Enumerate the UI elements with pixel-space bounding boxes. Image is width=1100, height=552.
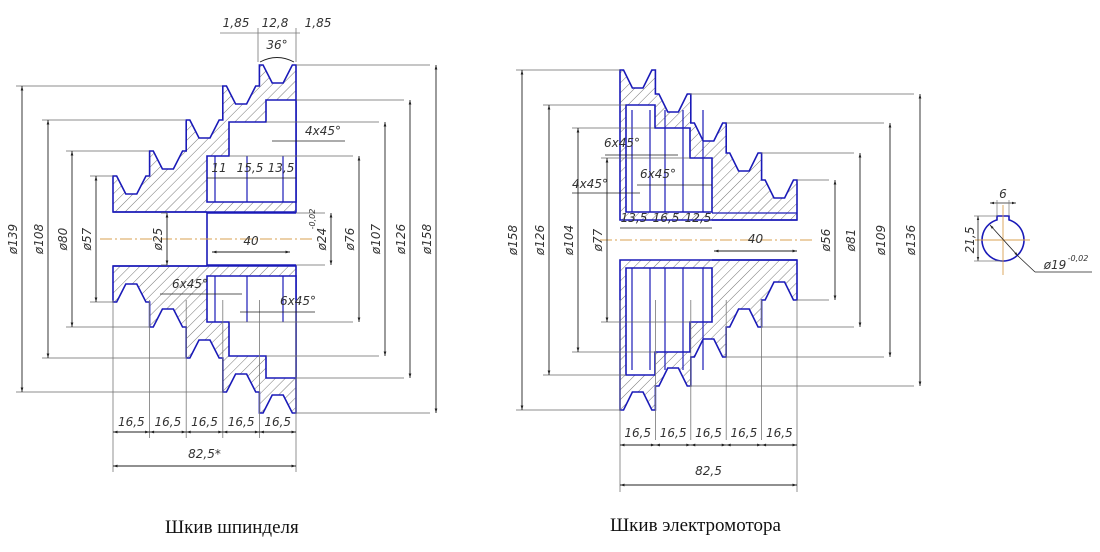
bore-length-label: 40	[748, 232, 764, 246]
recess-depth: 11	[211, 161, 226, 175]
caption-motor-pulley: Шкив электромотора	[610, 515, 781, 536]
recess-depth: 15,5	[237, 161, 264, 175]
d57-label: ø57	[80, 227, 94, 251]
motor-total-width-label: 82,5	[695, 464, 722, 478]
shaft-diameter-label: ø19	[1043, 258, 1067, 272]
d139-label: ø139	[6, 224, 20, 255]
recess-depth: 13,5	[621, 211, 648, 225]
groove-dim: 12,8	[262, 16, 289, 30]
d104-label: ø104	[562, 225, 576, 256]
recess-depth: 16,5	[653, 211, 680, 225]
d108-label: ø108	[32, 224, 46, 256]
chamfer: 6x45°	[604, 136, 640, 150]
shaft-tolerance-label: -0,02	[1068, 254, 1089, 263]
spindle-segment-width-label: 16,5	[118, 415, 145, 429]
bore-length-label: 40	[243, 234, 259, 248]
d126-label: ø126	[533, 225, 547, 257]
d107-label: ø107	[369, 224, 383, 256]
d136-label: ø136	[904, 225, 918, 257]
d56-label: ø56	[819, 228, 833, 252]
d24-tolerance: -0,02	[308, 209, 317, 230]
groove-dim: 1,85	[223, 16, 250, 30]
leader-line	[1017, 255, 1036, 273]
d76-label: ø76	[343, 227, 357, 251]
spindle-segment-width-label: 16,5	[264, 415, 291, 429]
motor-segment-width-label: 16,5	[695, 426, 722, 440]
motor-segment-width-label: 16,5	[766, 426, 793, 440]
spindle-segment-width-label: 16,5	[228, 415, 255, 429]
d126-label: ø126	[394, 224, 408, 256]
groove-angle: 36°	[266, 38, 287, 52]
chamfer: 6x45°	[640, 167, 676, 181]
d80-label: ø80	[56, 227, 70, 251]
d109-label: ø109	[874, 225, 888, 256]
groove-angle-arc	[259, 57, 295, 63]
d77-label: ø77	[591, 228, 605, 252]
d24-label: ø24	[315, 228, 329, 252]
recess-depth: 13,5	[268, 161, 295, 175]
motor-segment-width-label: 16,5	[660, 426, 687, 440]
d158-label: ø158	[420, 224, 434, 256]
chamfer: 4x45°	[305, 124, 341, 138]
groove-dim: 1,85	[305, 16, 332, 30]
caption-spindle-pulley: Шкив шпинделя	[165, 517, 299, 538]
key-depth-label: 21,5	[963, 227, 977, 254]
recess-depth: 12,5	[685, 211, 712, 225]
spindle-total-width-label: 82,5*	[188, 447, 221, 461]
d25-label: ø25	[151, 228, 165, 252]
motor-segment-width-label: 16,5	[624, 426, 651, 440]
shaft-diameter-leader	[989, 224, 1019, 257]
d81-label: ø81	[844, 229, 858, 253]
chamfer: 6x45°	[280, 294, 316, 308]
spindle-segment-width-label: 16,5	[191, 415, 218, 429]
chamfer: 4x45°	[572, 177, 608, 191]
key-width-label: 6	[999, 187, 1007, 201]
d158-label: ø158	[506, 225, 520, 257]
chamfer: 6x45°	[172, 277, 208, 291]
spindle-segment-width-label: 16,5	[155, 415, 182, 429]
motor-segment-width-label: 16,5	[731, 426, 758, 440]
motor-pulley-recess-lower	[625, 267, 713, 376]
